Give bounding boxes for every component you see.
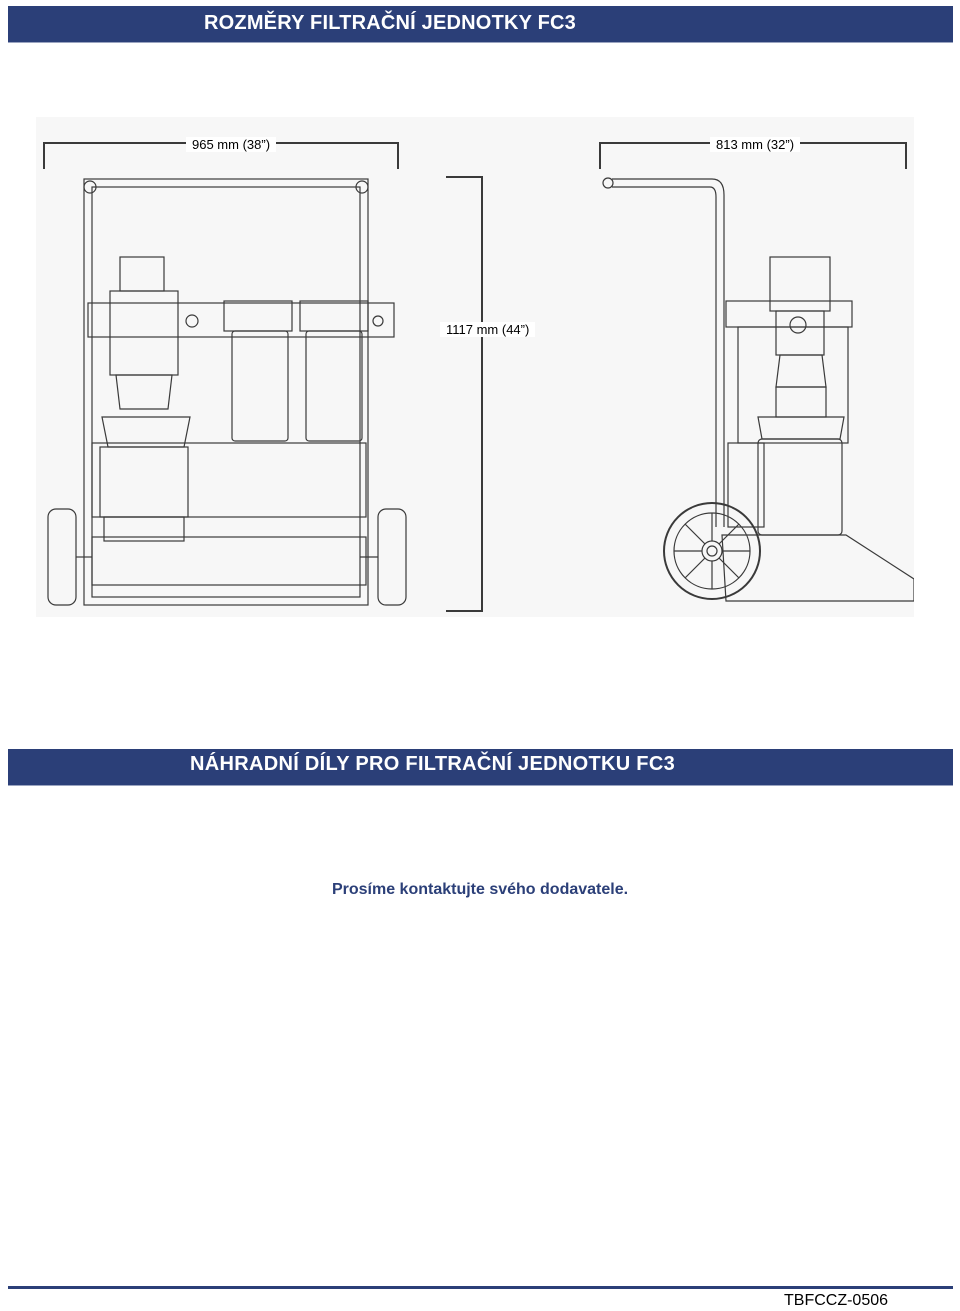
parts-section-header: NÁHRADNÍ DÍLY PRO FILTRAČNÍ JEDNOTKU FC3 [8, 749, 953, 786]
side-view [599, 142, 914, 602]
drawing-svg [36, 117, 914, 617]
unit-technical-drawing [36, 117, 914, 617]
dimensions-section-title: ROZMĚRY FILTRAČNÍ JEDNOTKY FC3 [204, 12, 576, 34]
height-dimension-bracket [446, 176, 483, 612]
document-code: TBFCCZ-0506 [784, 1292, 889, 1309]
footer-divider [8, 1286, 953, 1289]
contact-supplier-text: Prosíme kontaktujte svého dodavatele. [331, 881, 629, 898]
front-view [43, 142, 407, 606]
dimensions-section-header: ROZMĚRY FILTRAČNÍ JEDNOTKY FC3 [8, 6, 953, 43]
parts-section-title: NÁHRADNÍ DÍLY PRO FILTRAČNÍ JEDNOTKU FC3 [190, 753, 675, 775]
height-dimension-label: 1117 mm (44”) [440, 322, 536, 337]
depth-dimension-label: 813 mm (32”) [710, 137, 801, 152]
width-dimension-label: 965 mm (38”) [186, 137, 277, 152]
